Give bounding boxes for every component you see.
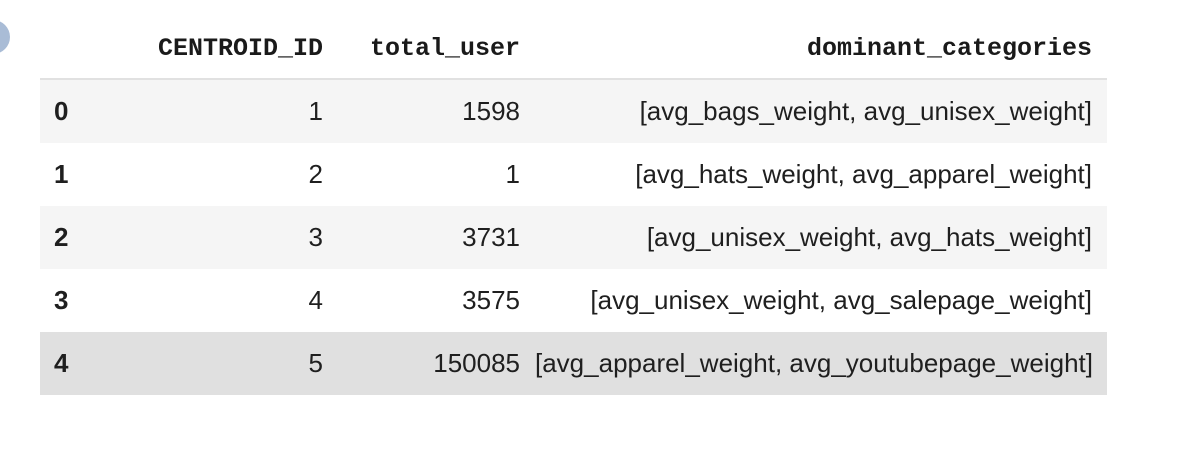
- total-user-cell: 1598: [462, 96, 520, 126]
- dataframe-table: CENTROID_ID total_user dominant_categori…: [40, 18, 1107, 395]
- total-user-cell: 1: [505, 159, 520, 189]
- column-header-centroid-id: CENTROID_ID: [98, 18, 338, 80]
- dominant-categories-cell: [avg_hats_weight, avg_apparel_weight]: [635, 159, 1092, 189]
- table-row: 0 1 1598 [avg_bags_weight, avg_unisex_we…: [40, 79, 1107, 143]
- column-header-total-user: total_user: [338, 18, 535, 80]
- row-index: 1: [54, 159, 69, 189]
- centroid-id-cell: 2: [308, 159, 323, 189]
- centroid-id-cell: 5: [308, 348, 323, 378]
- column-header-dominant-categories: dominant_categories: [535, 18, 1107, 80]
- total-user-cell: 3731: [462, 222, 520, 252]
- row-index: 2: [54, 222, 69, 252]
- row-index: 3: [54, 285, 69, 315]
- centroid-id-cell: 3: [308, 222, 323, 252]
- row-index: 0: [54, 96, 69, 126]
- dominant-categories-cell: [avg_unisex_weight, avg_hats_weight]: [646, 222, 1092, 252]
- centroid-id-cell: 1: [308, 96, 323, 126]
- row-index: 4: [54, 348, 69, 378]
- table-row: 2 3 3731 [avg_unisex_weight, avg_hats_we…: [40, 206, 1107, 269]
- dominant-categories-cell: [avg_apparel_weight, avg_youtubepage_wei…: [535, 348, 1093, 378]
- cell-run-indicator[interactable]: [0, 20, 10, 54]
- dominant-categories-cell: [avg_bags_weight, avg_unisex_weight]: [639, 96, 1092, 126]
- table-row: 4 5 150085 [avg_apparel_weight, avg_yout…: [40, 332, 1107, 395]
- total-user-cell: 150085: [433, 348, 520, 378]
- table-row: 1 2 1 [avg_hats_weight, avg_apparel_weig…: [40, 143, 1107, 206]
- dominant-categories-cell: [avg_unisex_weight, avg_salepage_weight]: [590, 285, 1092, 315]
- dataframe-output: CENTROID_ID total_user dominant_categori…: [40, 18, 1107, 395]
- total-user-cell: 3575: [462, 285, 520, 315]
- index-header: [40, 18, 98, 80]
- centroid-id-cell: 4: [308, 285, 323, 315]
- table-row: 3 4 3575 [avg_unisex_weight, avg_salepag…: [40, 269, 1107, 332]
- header-row: CENTROID_ID total_user dominant_categori…: [40, 18, 1107, 80]
